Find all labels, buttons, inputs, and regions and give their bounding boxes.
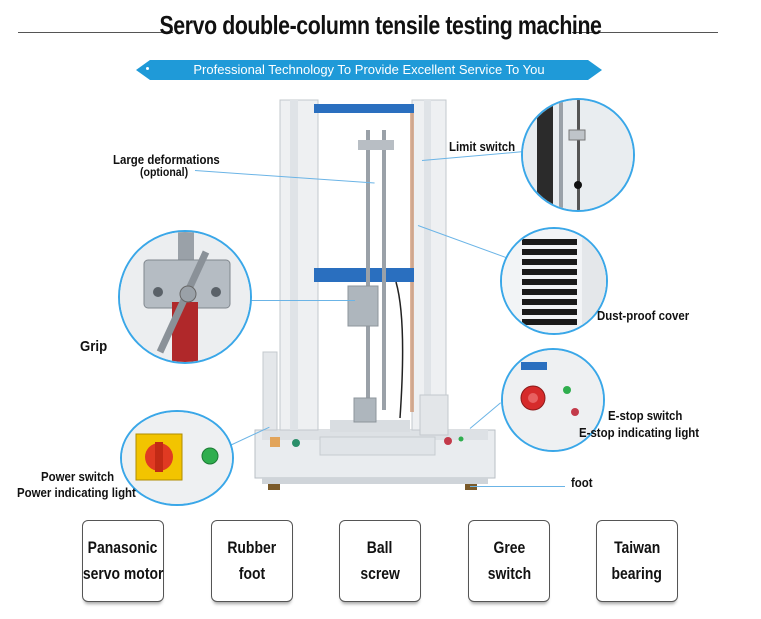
title-rule-right xyxy=(572,32,718,33)
part-line1: Rubber xyxy=(227,538,277,557)
power-switch-detail xyxy=(122,412,232,504)
page-title: Servo double-column tensile testing mach… xyxy=(159,10,602,40)
right-column xyxy=(410,99,447,431)
part-rubber-foot: Rubber foot xyxy=(211,520,293,602)
foot-right xyxy=(465,484,477,490)
part-gree-switch: Gree switch xyxy=(468,520,550,602)
left-column xyxy=(279,99,319,431)
top-crosshead xyxy=(314,104,414,113)
part-ball-screw: Ball screw xyxy=(339,520,421,602)
part-line1: Ball xyxy=(367,538,393,557)
foot-left xyxy=(268,484,280,490)
callout-estop xyxy=(501,348,605,452)
callout-dust-proof-cover xyxy=(500,227,608,335)
upper-grip xyxy=(347,285,379,327)
callout-limit-switch xyxy=(521,98,635,212)
label-power-switch: Power switch xyxy=(41,469,115,484)
part-line2: screw xyxy=(360,564,400,583)
machine-base xyxy=(254,420,496,484)
title-rule-left xyxy=(18,32,173,33)
part-line2: servo motor xyxy=(82,564,164,583)
label-large-deformations: Large deformations xyxy=(113,152,220,167)
lower-grip xyxy=(353,397,377,423)
tagline-banner: Professional Technology To Provide Excel… xyxy=(136,60,602,80)
callout-grip xyxy=(118,230,252,364)
estop-detail xyxy=(503,350,603,450)
label-power-light: Power indicating light xyxy=(17,485,136,500)
part-line1: Taiwan xyxy=(613,538,661,557)
moving-crosshead xyxy=(314,268,414,282)
part-line1: Panasonic xyxy=(88,538,158,557)
label-dust-proof-cover: Dust-proof cover xyxy=(597,308,690,323)
limit-switch-detail xyxy=(523,100,633,210)
label-foot: foot xyxy=(571,475,593,490)
label-limit-switch: Limit switch xyxy=(449,139,516,154)
label-grip: Grip xyxy=(80,338,108,355)
grip-detail xyxy=(120,232,250,362)
extensometer-rod xyxy=(366,130,370,410)
label-estop-light: E-stop indicating light xyxy=(579,425,700,440)
leader-foot xyxy=(470,486,565,487)
banner-dot xyxy=(146,67,149,70)
label-large-deformations-optional: (optional) xyxy=(140,165,189,179)
part-line2: switch xyxy=(487,564,531,583)
callout-power-switch xyxy=(120,410,234,506)
part-taiwan-bearing: Taiwan bearing xyxy=(596,520,678,602)
label-estop-switch: E-stop switch xyxy=(608,408,683,423)
part-panasonic-servo-motor: Panasonic servo motor xyxy=(82,520,164,602)
leader-grip xyxy=(225,300,355,301)
part-line2: bearing xyxy=(611,564,663,583)
part-line1: Gree xyxy=(493,538,525,557)
part-line2: foot xyxy=(238,564,266,583)
dust-cover-detail xyxy=(502,229,606,333)
